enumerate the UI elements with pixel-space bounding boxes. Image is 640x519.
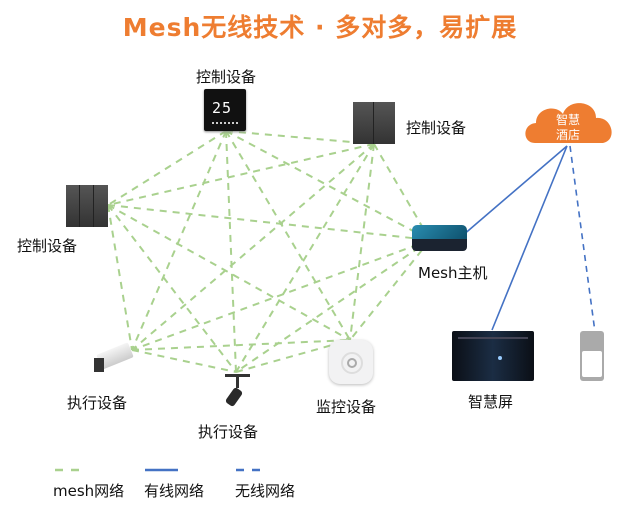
curtain-motor-icon: [94, 340, 134, 372]
mesh-link-cr-al: [131, 143, 375, 351]
mesh-links: [107, 130, 431, 373]
wired-links: [461, 145, 568, 331]
mesh-link-cr-mh: [373, 143, 431, 241]
phone-icon: [580, 331, 604, 381]
mesh-link-ct-cr: [225, 130, 375, 145]
control-device-right-label: 控制设备: [406, 119, 467, 137]
diagram-title: Mesh无线技术 · 多对多，易扩展: [122, 13, 518, 42]
mesh-link-cr-mo: [349, 143, 375, 341]
wired-link-host-cloud: [461, 145, 568, 237]
control-device-top-label: 控制设备: [196, 68, 257, 86]
smart-screen-icon: [452, 331, 534, 381]
actuator-center-label: 执行设备: [198, 423, 259, 441]
sensor-icon: [329, 340, 373, 384]
cloud-label: 智慧 酒店: [556, 113, 581, 142]
mesh-link-ct-ac: [225, 130, 237, 373]
mesh-host-label: Mesh主机: [418, 264, 488, 282]
mesh-link-al-ac: [131, 349, 237, 373]
mesh-link-cr-cl: [107, 143, 375, 206]
mesh-link-cl-mh: [107, 204, 431, 241]
mesh-link-ac-mo: [235, 339, 351, 373]
spotlight-icon: [224, 370, 250, 410]
mesh-link-mh-al: [131, 239, 431, 351]
smart-screen-label: 智慧屏: [468, 393, 514, 411]
mesh-link-ct-cl: [107, 130, 227, 206]
mesh-link-ct-al: [131, 130, 227, 351]
wireless-links: [569, 145, 596, 333]
mesh-link-al-mo: [131, 339, 351, 351]
wireless-link-phone-cloud: [569, 145, 596, 333]
switch-panel-right: [353, 102, 395, 144]
actuator-left-label: 执行设备: [67, 394, 128, 412]
mesh-link-cr-ac: [235, 143, 375, 373]
monitor-device-label: 监控设备: [316, 398, 377, 416]
mesh-link-ct-mo: [225, 130, 351, 341]
wired-link-screen-cloud: [491, 145, 568, 331]
legend-wireless-label: 无线网络: [235, 482, 296, 500]
mesh-host-icon: [412, 225, 467, 255]
thermostat-device: 25: [204, 89, 246, 131]
cloud-icon: [525, 103, 612, 143]
switch-panel-left: [66, 185, 108, 227]
mesh-link-cl-ac: [107, 204, 237, 373]
thermostat-display: 25: [212, 99, 233, 117]
legend-wired-label: 有线网络: [144, 482, 205, 500]
mesh-link-mh-ac: [235, 239, 431, 373]
legend-mesh-label: mesh网络: [53, 482, 125, 500]
mesh-link-ct-mh: [225, 130, 431, 241]
control-device-left-label: 控制设备: [17, 237, 78, 255]
mesh-link-mh-mo: [349, 239, 431, 341]
mesh-link-cl-al: [107, 204, 133, 351]
